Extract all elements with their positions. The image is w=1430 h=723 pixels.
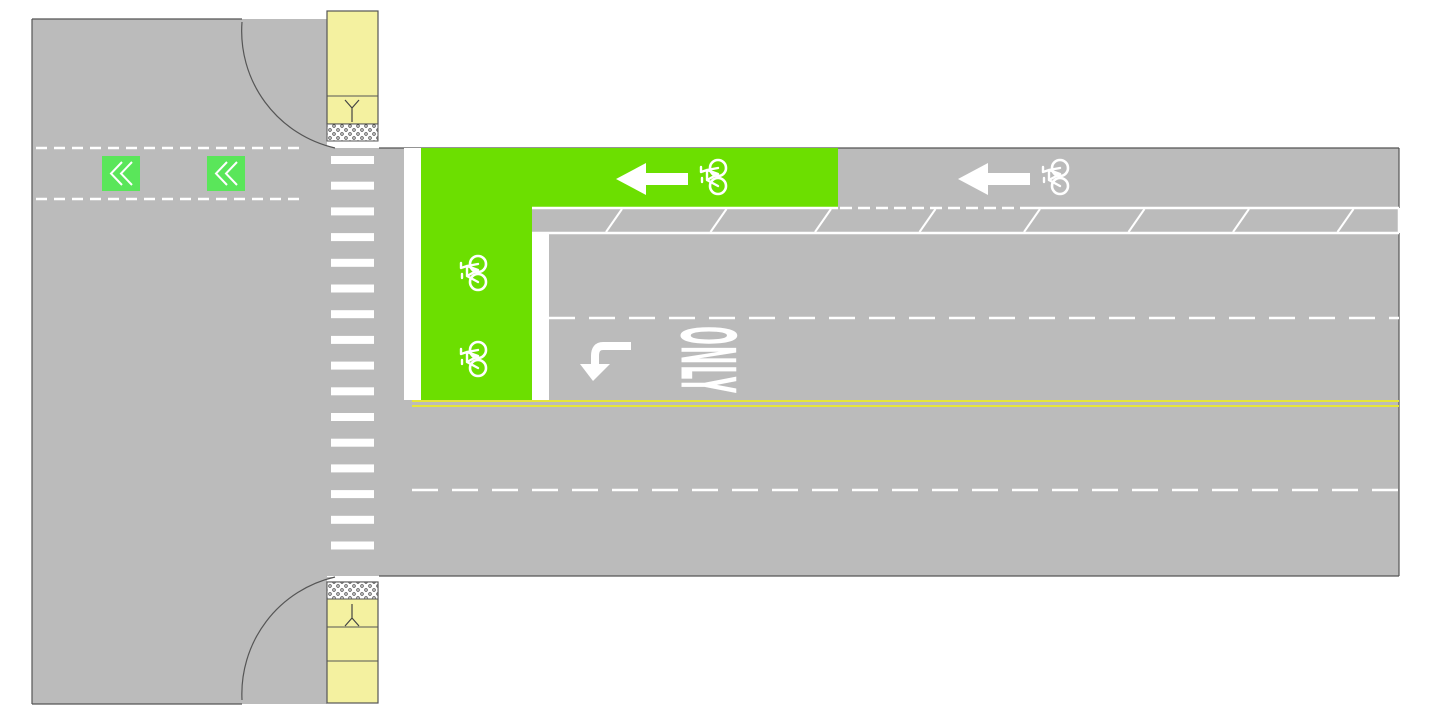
crosswalk-bar <box>331 387 374 396</box>
crosswalk-bar <box>331 310 374 319</box>
crosswalk-bar <box>331 258 374 267</box>
buffer-hatch-line <box>814 208 832 233</box>
sidewalk-south <box>326 581 379 704</box>
green-bike-lane <box>404 148 838 401</box>
crosswalk-bar <box>331 207 374 216</box>
buffer-hatch-line <box>918 208 937 233</box>
buffer-hatch-line <box>605 208 623 233</box>
crosswalk-bar <box>331 464 374 473</box>
crosswalk-bar <box>331 361 374 370</box>
crosswalk-bar <box>331 284 374 293</box>
crosswalk-bar <box>331 233 374 242</box>
tree-icon <box>344 99 360 122</box>
crosswalk-bar <box>331 438 374 447</box>
sidewalk-north <box>326 10 379 142</box>
lane-lines <box>412 316 1399 492</box>
corner-curb-returns <box>241 19 336 704</box>
bike-lane-buffer <box>532 206 1401 235</box>
crosswalk-bar <box>331 156 374 164</box>
left-turn-arrow-icon <box>580 342 631 381</box>
crosswalk-bar <box>331 541 374 550</box>
crosswalk-bar <box>331 515 374 524</box>
buffer-hatch-line <box>1127 208 1146 233</box>
crosswalk <box>331 156 374 550</box>
buffer-hatch-line <box>1023 208 1041 233</box>
buffer-hatch-line <box>709 208 728 233</box>
crosswalk-bar <box>331 490 374 499</box>
crosswalk-bar <box>331 413 374 421</box>
center-line-double-yellow <box>412 400 1399 407</box>
chevron-marker-icon <box>206 155 246 192</box>
buffer-hatch-line <box>1336 208 1355 233</box>
only-pavement-marking: ONLY <box>663 326 750 394</box>
chevron-marker-icon <box>101 155 141 192</box>
cross-street-lane-lines <box>36 146 302 201</box>
crosswalk-bar <box>331 181 374 190</box>
crosswalk-bar <box>331 335 374 344</box>
buffer-hatch-line <box>1232 208 1250 233</box>
tree-icon <box>344 604 360 627</box>
